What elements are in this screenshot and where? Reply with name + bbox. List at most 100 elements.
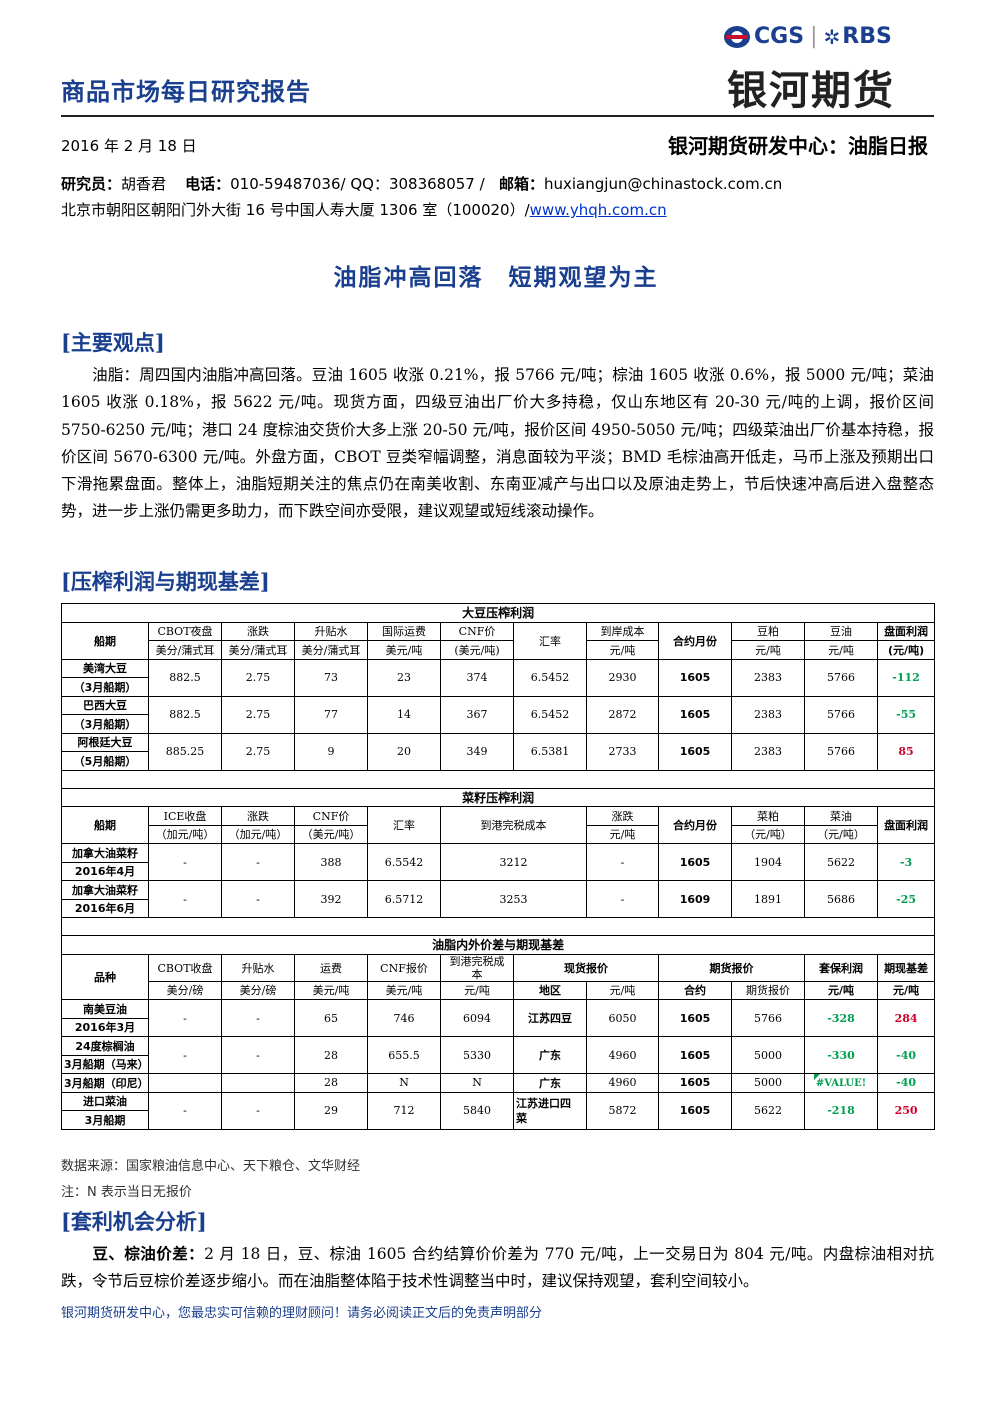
value-cell: 4960: [586, 1073, 659, 1093]
value-cell: 6.5542: [367, 843, 441, 881]
main-title: 油脂冲高回落 短期观望为主: [333, 264, 659, 291]
header-unit-cell: 美元/吨: [367, 640, 441, 660]
rape-data-row-sub: 2016年4月: [61, 861, 935, 881]
value-line: 菜: [516, 1111, 527, 1125]
phone-value: 010-59487036/ QQ：308368057 /: [230, 175, 485, 193]
value-cell: 29: [294, 1091, 368, 1130]
value-cell: 374: [440, 658, 514, 697]
value-cell: -: [148, 1091, 222, 1130]
header-unit-cell: 元/吨: [804, 640, 878, 660]
header-cell: 涨跌: [221, 806, 295, 826]
value-cell: 1904: [731, 843, 805, 881]
value-cell: -: [221, 999, 295, 1037]
email-value[interactable]: huxiangjun@chinastock.com.cn: [544, 175, 783, 193]
rbs-daisy-icon: ✲: [823, 24, 841, 49]
value-cell: 1605: [658, 658, 732, 697]
rape-title-row: 菜籽压榨利润: [60, 787, 936, 807]
value-cell: -: [221, 843, 295, 881]
row-sublabel: 3月船期（马来）: [61, 1054, 149, 1074]
cgs-rbs-logo: CGS | ✲ RBS: [724, 24, 892, 49]
header-unit-cell: 期货报价: [731, 980, 805, 1000]
header-unit-cell: （加元/吨）: [148, 824, 222, 844]
value-cell: 746: [367, 999, 441, 1037]
value-cell: 23: [367, 658, 441, 697]
value-cell: 5766: [804, 658, 878, 697]
header-cell: 涨跌: [221, 621, 295, 641]
value-cell: 392: [294, 880, 368, 918]
soy-table-title: 大豆压榨利润: [60, 603, 936, 623]
researcher-name: 胡香君: [121, 175, 167, 193]
gap-row: [60, 917, 936, 936]
row-label: 南美豆油: [61, 999, 149, 1019]
value-cell: 5766: [731, 999, 805, 1037]
row-label: 24度棕榈油: [61, 1036, 149, 1056]
header-cell: 升贴水: [221, 953, 295, 982]
header-cell-line: 本: [471, 967, 483, 981]
value-cell: 9: [294, 732, 368, 771]
value-cell: -: [221, 1036, 295, 1074]
value-cell: 2733: [586, 732, 659, 771]
header-cell: 豆油: [804, 621, 878, 641]
value-cell: 28: [294, 1073, 368, 1093]
value-cell: 20: [367, 732, 441, 771]
value-cell: 1605: [658, 1073, 732, 1093]
header-cell: CBOT收盘: [148, 953, 222, 982]
report-center: 银河期货研发中心：油脂日报: [668, 134, 928, 158]
report-date: 2016 年 2 月 18 日: [61, 137, 197, 155]
header-unit-cell: 美分/磅: [148, 980, 222, 1000]
value-cell: 5840: [440, 1091, 514, 1130]
value-cell: 1605: [658, 732, 732, 771]
header-cell: 国际运费: [367, 621, 441, 641]
cgs-swirl-icon: [724, 25, 750, 48]
galaxy-futures-logo: 银河期货: [727, 68, 895, 114]
value-cell: [148, 1073, 222, 1093]
header-unit-cell: 美分/磅: [221, 980, 295, 1000]
value-cell: 882.5: [148, 658, 222, 697]
rape-data-row-sub: 2016年6月: [61, 898, 935, 918]
profit-cell: -3: [876, 843, 936, 881]
value-cell: 388: [294, 843, 368, 881]
researcher-label: 研究员：: [61, 175, 122, 193]
value-cell: N: [440, 1073, 514, 1093]
value-cell: 2383: [731, 658, 805, 697]
hedge-profit-error: #VALUE!: [815, 1078, 867, 1090]
hedge-profit-cell: #VALUE!: [804, 1073, 878, 1093]
header-unit-cell: 元/吨: [876, 980, 936, 1000]
views-paragraph: 油脂：周四国内油脂冲高回落。豆油 1605 收涨 0.21%，报 5766 元/…: [61, 362, 934, 526]
profit-cell: -55: [876, 695, 936, 734]
row-label: 加拿大油菜籽: [61, 880, 149, 900]
value-cell: N: [367, 1073, 441, 1093]
value-cell: 广东: [513, 1073, 587, 1093]
value-cell: -: [148, 999, 222, 1037]
header-cell: 到港完税成本: [440, 806, 587, 844]
website-link[interactable]: www.yhqh.com.cn: [529, 201, 667, 219]
value-cell: 6050: [586, 999, 659, 1037]
value-cell: 4960: [586, 1036, 659, 1074]
header-cell: CNF报价: [367, 953, 441, 982]
header-unit-cell: 元/吨: [731, 640, 805, 660]
header-unit-cell: （元/吨）: [804, 824, 878, 844]
profit-cell: -25: [876, 880, 936, 918]
value-cell: 6094: [440, 999, 514, 1037]
arbitrage-heading: [套利机会分析]: [61, 1209, 207, 1234]
header-unit-cell: (美元/吨): [440, 640, 514, 660]
header-cell-line: 到港完税成: [449, 954, 505, 968]
value-cell: 1605: [658, 843, 732, 881]
header-cell: CBOT夜盘: [148, 621, 222, 641]
value-cell: 14: [367, 695, 441, 734]
value-cell: -: [586, 880, 659, 918]
header-cell: 盘面利润: [876, 806, 936, 844]
header-cell: 到岸成本: [586, 621, 659, 641]
hedge-profit-cell: -328: [804, 999, 878, 1037]
row-sublabel: 2016年3月: [61, 1017, 149, 1037]
profit-cell: -112: [876, 658, 936, 697]
basis-title-row: 油脂内外价差与期现基差: [60, 935, 936, 955]
basis-header-row-2: 美分/磅美分/磅美元/吨美元/吨元/吨地区元/吨合约期货报价元/吨元/吨: [62, 980, 936, 1000]
